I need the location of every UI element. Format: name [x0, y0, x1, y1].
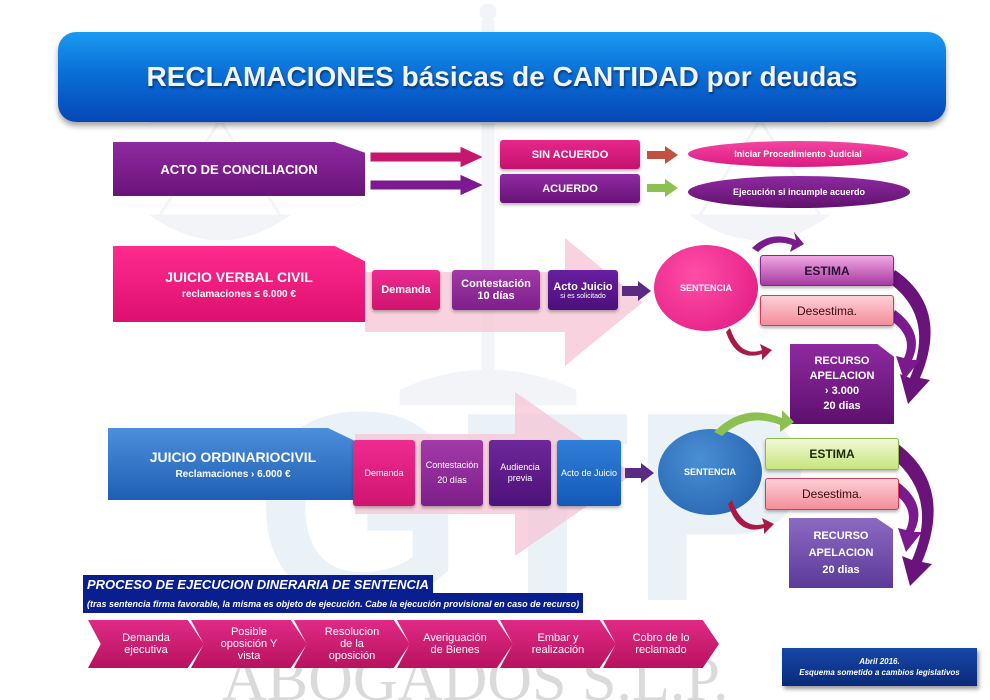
verbal-civil-title: JUICIO VERBAL CIVIL: [165, 268, 313, 285]
ordinario-step-contestacion: Contestación 20 días: [421, 440, 483, 506]
execution-step-4-line-1: Averiguación: [423, 632, 487, 644]
execution-step-1-line-1: Demanda: [122, 632, 170, 644]
verbal-step-demanda-label: Demanda: [381, 284, 431, 296]
page-title: RECLAMACIONES básicas de CANTIDAD por de…: [146, 61, 858, 92]
footer-note-disclaimer: Esquema sometido a cambios legislativos: [799, 668, 960, 677]
conciliation-box: ACTO DE CONCILIACION: [113, 142, 365, 196]
execution-step-2-line-2: oposición Y: [220, 638, 278, 650]
verbal-civil-subtitle: reclamaciones ≤ 6.000 €: [182, 288, 296, 300]
ordinario-curved-arrows: [714, 410, 934, 586]
ordinario-step-contestacion-label: Contestación: [425, 460, 479, 470]
ordinario-step-audiencia: Audiencia previa: [489, 440, 551, 506]
ordinario-step-acto-juicio: Acto de Juicio: [557, 440, 621, 506]
ordinario-step-audiencia-label: Audiencia: [500, 462, 540, 472]
ordinario-estima-label: ESTIMA: [809, 447, 855, 461]
execution-heading: PROCESO DE EJECUCION DINERARIA DE SENTEN…: [87, 577, 429, 592]
verbal-estima-box: ESTIMA: [760, 255, 894, 286]
verbal-to-sentence-arrow: [622, 281, 651, 301]
ordinario-desestima-label: Desestima.: [801, 487, 863, 501]
execution-step-5-line-1: Embar y: [537, 632, 579, 644]
ordinario-step-contestacion-days: 20 días: [437, 475, 467, 485]
verbal-step-contestacion: Contestación 10 días: [452, 270, 540, 310]
ordinario-step-audiencia-note: previa: [507, 473, 533, 483]
ordinario-step-demanda: Demanda: [353, 440, 415, 506]
verbal-appeal-line-2: APELACION: [809, 370, 875, 382]
ordinario-sentence-circle: SENTENCIA: [658, 429, 762, 515]
execution-step-3-line-2: de la: [340, 638, 364, 650]
execution-step-2-line-3: vista: [237, 650, 261, 662]
ordinario-estima-box: ESTIMA: [765, 438, 899, 470]
execution-step-2-line-1: Posible: [230, 626, 268, 638]
ordinario-step-acto-label: Acto de Juicio: [560, 468, 618, 478]
verbal-estima-label: ESTIMA: [804, 263, 850, 278]
verbal-step-acto-note: si es solicitado: [560, 292, 606, 300]
execution-step-demanda: Demanda ejecutiva: [88, 620, 204, 668]
execution-steps: Demanda ejecutiva Posible oposición Y vi…: [88, 620, 728, 668]
execution-step-6-line-1: Cobro de lo: [632, 632, 690, 644]
start-judicial-ellipse: Iniciar Procedimiento Judicial: [688, 141, 908, 167]
execution-step-1-line-2: ejecutiva: [124, 644, 168, 656]
ordinario-appeal-box: RECURSO APELACION 20 dias: [789, 518, 893, 588]
verbal-step-contestacion-label: Contestación: [461, 278, 531, 290]
verbal-desestima-box: Desestima.: [760, 295, 894, 326]
verbal-civil-box: JUICIO VERBAL CIVIL reclamaciones ≤ 6.00…: [113, 246, 365, 322]
title-bar: RECLAMACIONES básicas de CANTIDAD por de…: [58, 32, 946, 122]
ordinario-to-sentence-arrow: [625, 463, 654, 483]
execution-step-averiguacion: Averiguación de Bienes: [397, 620, 513, 668]
verbal-appeal-line-3: › 3.000: [824, 385, 860, 397]
execution-if-breach-ellipse: Ejecución si incumple acuerdo: [688, 176, 910, 208]
execution-step-3-line-3: oposición: [328, 650, 376, 662]
ordinario-civil-subtitle: Reclamaciones › 6.000 €: [175, 468, 291, 480]
result-arrows: [647, 146, 678, 197]
verbal-appeal-line-1: RECURSO: [814, 355, 870, 367]
ordinario-civil-box: JUICIO ORDINARIOCIVIL Reclamaciones › 6.…: [108, 428, 358, 500]
no-agreement-label: SIN ACUERDO: [531, 148, 609, 161]
execution-step-cobro: Cobro de lo reclamado: [603, 620, 719, 668]
verbal-appeal-line-4: 20 dias: [823, 400, 861, 412]
execution-step-resolucion: Resolucion de la oposición: [294, 620, 410, 668]
ordinario-desestima-box: Desestima.: [765, 478, 899, 510]
start-judicial-label: Iniciar Procedimiento Judicial: [734, 149, 862, 159]
execution-step-oposicion: Posible oposición Y vista: [191, 620, 307, 668]
verbal-sentence-circle: SENTENCIA: [654, 245, 758, 331]
verbal-step-demanda: Demanda: [372, 270, 440, 310]
agreement-label: ACUERDO: [542, 182, 598, 195]
verbal-step-contestacion-days: 10 días: [477, 290, 515, 302]
verbal-appeal-box: RECURSO APELACION › 3.000 20 dias: [790, 344, 894, 424]
verbal-step-acto-label: Acto Juicio: [553, 280, 613, 293]
ordinario-sentence-label: SENTENCIA: [683, 467, 736, 477]
execution-subheading: (tras sentencia firma favorable, la mism…: [87, 599, 580, 609]
execution-step-4-line-2: de Bienes: [430, 644, 480, 656]
execution-step-5-line-2: realización: [531, 644, 585, 656]
ordinario-step-demanda-label: Demanda: [364, 468, 404, 478]
verbal-sentence-label: SENTENCIA: [679, 283, 732, 293]
execution-if-breach-label: Ejecución si incumple acuerdo: [732, 187, 866, 197]
execution-heading-box: PROCESO DE EJECUCION DINERARIA DE SENTEN…: [83, 575, 433, 595]
conciliation-arrows: [369, 145, 486, 196]
ordinario-civil-title: JUICIO ORDINARIOCIVIL: [149, 448, 317, 465]
footer-note-date: Abril 2016.: [859, 657, 900, 666]
no-agreement-box: SIN ACUERDO: [500, 140, 640, 169]
execution-step-6-line-2: reclamado: [635, 644, 687, 656]
ordinario-appeal-line-1: RECURSO: [813, 529, 869, 542]
conciliation-label: ACTO DE CONCILIACION: [160, 161, 318, 177]
execution-subheading-box: (tras sentencia firma favorable, la mism…: [83, 593, 584, 613]
footer-note: Abril 2016. Esquema sometido a cambios l…: [782, 648, 977, 686]
ordinario-appeal-line-2: APELACION: [808, 546, 874, 559]
execution-step-embargo: Embar y realización: [500, 620, 616, 668]
verbal-step-acto-juicio: Acto Juicio si es solicitado: [548, 270, 618, 310]
verbal-desestima-label: Desestima.: [796, 303, 858, 318]
verbal-curved-arrows: [726, 232, 931, 404]
ordinario-appeal-line-3: 20 dias: [822, 563, 860, 576]
execution-step-3-line-1: Resolucion: [324, 626, 380, 638]
agreement-box: ACUERDO: [500, 174, 640, 203]
